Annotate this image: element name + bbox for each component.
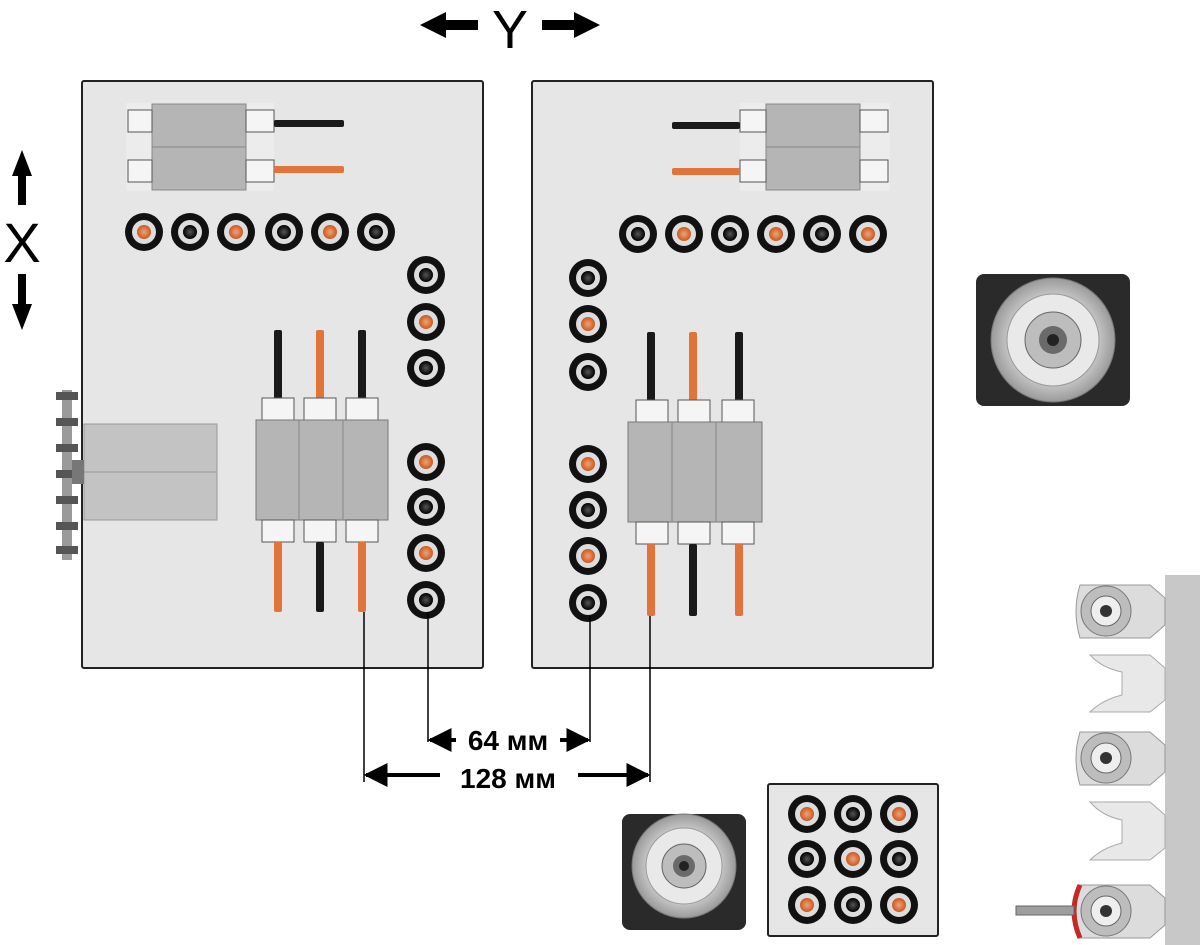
bushing-icon (757, 215, 795, 253)
bushing-icon (125, 213, 163, 251)
bushing-icon (217, 213, 255, 251)
tool-holder-icon (1075, 731, 1166, 786)
left-horizontal-spindle-block (126, 103, 344, 191)
bushing-icon (834, 840, 872, 878)
drill-bit-icon (316, 542, 324, 612)
tool-fork-icon (1088, 801, 1166, 861)
bushing-icon (880, 795, 918, 833)
x-arrow-down-icon (12, 274, 32, 330)
drill-bit-icon (274, 330, 282, 400)
drill-bit-icon (672, 122, 740, 129)
bushing-icon (788, 840, 826, 878)
x-axis-label: X (3, 211, 40, 274)
dimension-64-label: 64 мм (468, 725, 548, 756)
bushing-icon (569, 445, 607, 483)
tool-holder-icon (1075, 584, 1166, 639)
bushing-icon (788, 886, 826, 924)
bushing-icon (834, 886, 872, 924)
bushing-icon (311, 213, 349, 251)
saw-unit (56, 390, 218, 560)
drill-bit-icon (316, 330, 324, 400)
drill-bit-icon (647, 332, 655, 402)
left-side-bushing-column (407, 256, 445, 619)
bushing-icon (803, 215, 841, 253)
bushing-icon (711, 215, 749, 253)
x-arrow-up-icon (12, 150, 32, 205)
right-vertical-spindle-block (627, 332, 763, 616)
drill-bit-icon (274, 120, 344, 127)
router-bit-icon (1015, 905, 1075, 916)
right-top-bushing-row (619, 215, 887, 253)
drill-bit-icon (358, 330, 366, 400)
bushing-icon (880, 840, 918, 878)
bushing-icon (665, 215, 703, 253)
bushing-icon (569, 537, 607, 575)
bushing-icon (407, 534, 445, 572)
bushing-icon (407, 303, 445, 341)
tool-changer-rack (1015, 575, 1200, 945)
bushing-icon (569, 491, 607, 529)
left-drilling-plate (56, 80, 484, 669)
y-arrow-left-icon (420, 12, 478, 38)
y-axis-label: Y (492, 0, 528, 60)
y-arrow-right-icon (542, 12, 600, 38)
bushing-icon (407, 256, 445, 294)
bushing-icon (569, 353, 607, 391)
right-drilling-plate (531, 80, 934, 669)
bushing-icon (880, 886, 918, 924)
bushing-icon (265, 213, 303, 251)
left-vertical-spindle-block (255, 330, 389, 612)
bushing-icon (569, 305, 607, 343)
bushing-icon (407, 443, 445, 481)
drill-bit-icon (672, 168, 740, 175)
bushing-icon (357, 213, 395, 251)
drill-bit-icon (735, 332, 743, 402)
drill-bit-icon (358, 542, 366, 612)
spindle-icon (622, 813, 746, 930)
bushing-icon (171, 213, 209, 251)
right-side-bushing-column (569, 259, 607, 622)
drill-bit-icon (274, 542, 282, 612)
left-top-bushing-row (125, 213, 395, 251)
dimension-128-label: 128 мм (460, 763, 556, 794)
tool-holder-icon (1015, 883, 1166, 940)
bushing-icon (569, 584, 607, 622)
drill-bit-icon (689, 544, 697, 616)
bushing-icon (619, 215, 657, 253)
bushing-icon (569, 259, 607, 297)
bushing-icon (834, 795, 872, 833)
right-horizontal-spindle-block (672, 103, 890, 191)
bushing-icon (849, 215, 887, 253)
bushing-icon (407, 488, 445, 526)
spindle-icon (976, 274, 1130, 406)
drill-bit-icon (274, 166, 344, 173)
x-axis-indicator: X (3, 150, 41, 330)
bushing-icon (407, 581, 445, 619)
drill-bit-icon (689, 332, 697, 402)
bushing-grid-block (767, 783, 939, 937)
tool-fork-icon (1088, 654, 1166, 713)
drill-bit-icon (647, 544, 655, 616)
bushing-icon (407, 349, 445, 387)
dimension-annotations: 64 мм 128 мм (363, 612, 651, 794)
drill-bit-icon (735, 544, 743, 616)
bushing-icon (788, 795, 826, 833)
y-axis-indicator: Y (420, 0, 600, 60)
